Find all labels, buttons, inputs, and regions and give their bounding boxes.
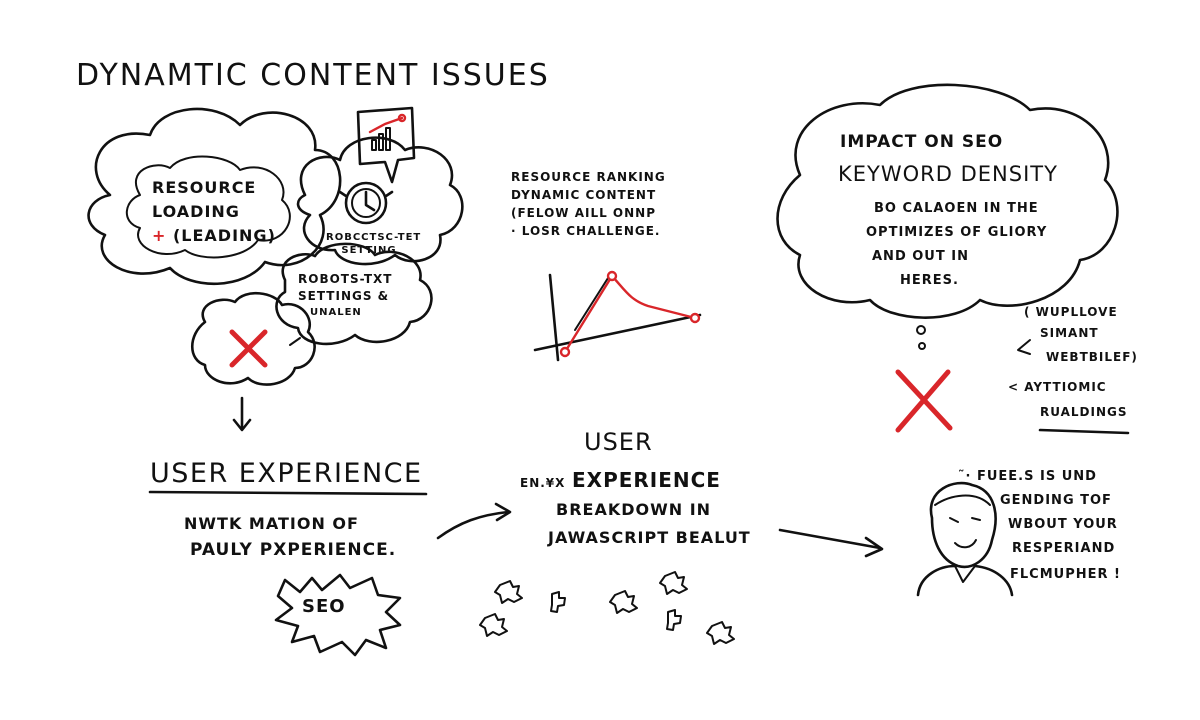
seo-thought-bubble — [776, 83, 1119, 319]
robots-bubble-line2: Setting — [341, 245, 397, 256]
line-chart-icon — [533, 270, 702, 362]
user-experience-heading: User Experience — [150, 458, 423, 489]
person-note-line3: wbout your — [1008, 517, 1118, 532]
seo-bubble-line5: and out in — [872, 249, 969, 264]
breakdown-line4: JawaScript Bealut — [548, 528, 751, 547]
person-note-line5: Flcmupher ! — [1010, 567, 1121, 582]
resource-loading-line1: Resource — [152, 178, 257, 197]
resource-loading-inner-cloud — [125, 155, 291, 259]
red-x-icon — [895, 369, 953, 433]
person-note-line4: Resperiand — [1012, 541, 1116, 556]
robots-small-line1: Robots-txt — [298, 272, 393, 286]
breakdown-line3: Breakdown in — [556, 500, 712, 519]
seo-bubble-line3: Bo calaoen in the — [874, 201, 1039, 216]
side-underline — [1038, 428, 1130, 435]
resource-loading-cloud — [87, 107, 342, 286]
page-title: Dynamtic Content Issues — [76, 58, 550, 93]
down-arrow-icon — [232, 396, 252, 432]
red-x-icon — [229, 329, 268, 368]
clock-cloud — [296, 136, 464, 266]
seo-bubble-line6: heres. — [900, 273, 959, 288]
resource-loading-line2: Loading — [152, 202, 240, 221]
robots-bubble-line1: Robcctsc-tet — [326, 232, 422, 243]
seo-bubble-line2: Keyword Density — [838, 162, 1058, 186]
person-note-line1: ˜· Fuee.s is und — [958, 469, 1097, 484]
robots-small-line3: unalen — [310, 307, 362, 318]
person-icon — [916, 481, 1014, 597]
side-note-line5: rualdings — [1040, 405, 1128, 419]
right-arrow-icon — [436, 502, 512, 540]
side-note-line1: ( Wupllove — [1024, 305, 1118, 319]
seo-badge: SEO — [302, 596, 346, 617]
ranking-note-line4: · Losr challenge. — [511, 224, 661, 238]
seo-starburst — [274, 573, 402, 657]
side-note-line4: < Ayttiomic — [1008, 380, 1107, 394]
seo-bubble-line1: Impact on SEO — [840, 132, 1004, 152]
red-x-cloud — [191, 292, 316, 386]
ranking-note-line3: (Felow aill onnp — [511, 206, 657, 220]
breakdown-line2: Experience — [571, 468, 721, 492]
thought-dot-large — [916, 325, 926, 335]
right-arrow-icon — [778, 528, 884, 558]
breakdown-prefix: En.¥x — [520, 476, 566, 490]
side-note-line3: webtbilef) — [1046, 350, 1138, 364]
puzzle-piece-icon — [479, 571, 735, 645]
resource-loading-line3: (Leading) — [172, 226, 276, 245]
thought-dot-small — [918, 342, 926, 350]
ranking-note-line2: Dynamic Content — [511, 188, 657, 202]
person-note-line2: Gending tof — [1000, 493, 1112, 508]
seo-bubble-line4: Optimizes of gliory — [866, 225, 1048, 240]
ranking-note-line1: Resource Ranking — [511, 170, 666, 184]
clock-icon — [338, 181, 394, 225]
user-experience-line1: Nwtk Mation of — [184, 514, 359, 533]
breakdown-line1: User — [584, 428, 653, 456]
robots-small-line2: Settings & — [298, 289, 390, 303]
robots-small-cloud — [275, 242, 433, 346]
plus-sign: + — [152, 226, 167, 245]
bar-chart-icon — [356, 106, 416, 184]
side-arrow-1 — [1017, 339, 1031, 355]
connector-line — [289, 337, 301, 346]
user-experience-line2: Pauly Pxperience. — [190, 540, 397, 560]
ux-underline — [148, 490, 428, 496]
side-note-line2: Simant — [1040, 326, 1099, 340]
